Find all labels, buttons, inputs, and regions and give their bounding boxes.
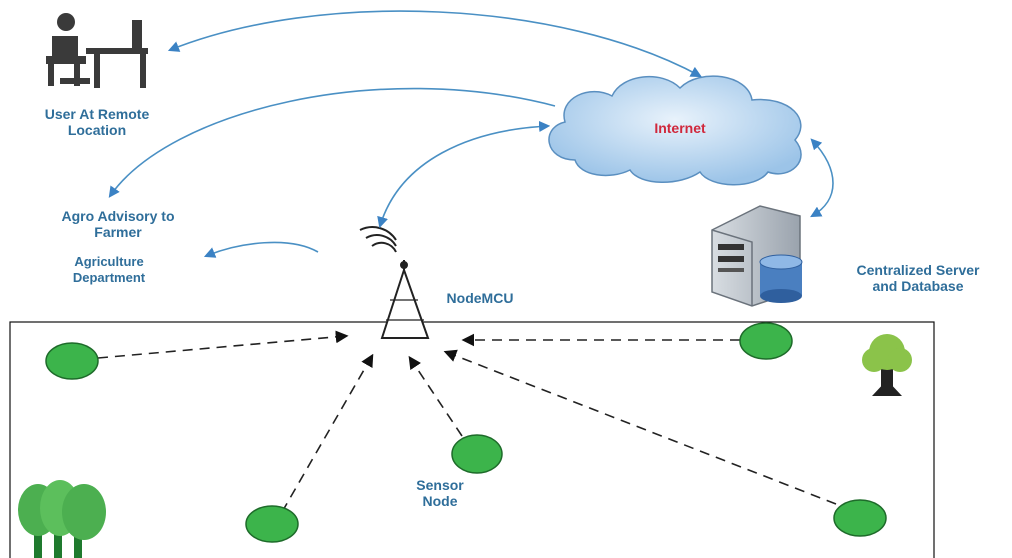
internet-label: Internet [654, 120, 706, 136]
agro-advisory-label: Agro Advisory to Farmer [28, 208, 208, 240]
sensor-node-icon [739, 322, 793, 360]
server-database-icon [711, 205, 803, 307]
agriculture-department-label: Agriculture Department [44, 254, 174, 286]
sensor-node-label-line1: Sensor [416, 477, 464, 493]
agriculture-department-label-line1: Agriculture [74, 254, 144, 269]
tree-icon [18, 480, 106, 558]
server-label-line1: Centralized Server [856, 262, 980, 278]
network-links [108, 10, 834, 258]
sensor-node-label: Sensor Node [400, 477, 480, 509]
cloud-icon [548, 75, 802, 186]
agro-advisory-label-line2: Farmer [94, 224, 142, 240]
link-nodemcu-agriculture [203, 241, 319, 258]
link-nodemcu-internet [377, 120, 551, 229]
sensor-node-icon [45, 342, 99, 380]
link-internet-server [810, 138, 834, 218]
server-label-line2: and Database [872, 278, 964, 294]
tree-icon [862, 334, 912, 396]
sensor-node-icon [245, 505, 299, 543]
field-boundary [9, 321, 935, 558]
sensor-node-label-line2: Node [422, 493, 458, 509]
agriculture-department-label-line2: Department [72, 270, 146, 285]
server-label: Centralized Server and Database [826, 262, 1010, 294]
user-remote-label-line1: User At Remote [44, 106, 150, 122]
wifi-tower-icon [359, 226, 430, 339]
user-remote-label-line2: Location [67, 122, 127, 138]
sensor-nodes [45, 322, 887, 543]
link-internet-agro [108, 87, 556, 198]
sensor-links [97, 330, 837, 513]
sensor-node-icon [451, 434, 503, 474]
user-remote-label: User At Remote Location [22, 106, 172, 138]
user-at-computer-icon [46, 13, 148, 88]
agro-advisory-label-line1: Agro Advisory to [61, 208, 175, 224]
sensor-node-icon [833, 499, 887, 537]
link-user-internet [167, 10, 702, 78]
nodemcu-label: NodeMCU [446, 290, 514, 306]
